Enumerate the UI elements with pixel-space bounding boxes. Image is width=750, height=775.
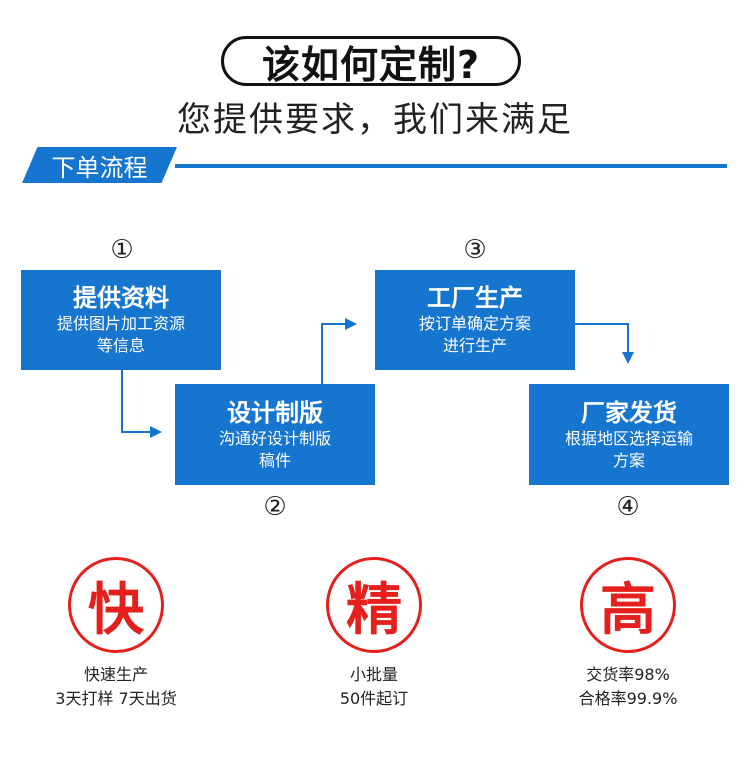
step-number-1: ① (110, 235, 134, 265)
step-number-4: ④ (616, 492, 640, 522)
step-box-4: 厂家发货 根据地区选择运输 方案 (529, 384, 729, 485)
connector-1-2 (121, 370, 150, 433)
connector-3-4 (575, 323, 629, 352)
step-desc: 根据地区选择运输 (564, 428, 693, 448)
step-number-3: ③ (463, 235, 487, 265)
step-desc: 进行生产 (442, 336, 507, 355)
step-box-3: 工厂生产 按订单确定方案 进行生产 (375, 270, 575, 370)
step-desc: 等信息 (96, 336, 145, 355)
step-desc: 方案 (612, 450, 645, 470)
page-subtitle: 您提供要求，我们来满足 (177, 100, 573, 140)
feature-line: 快速生产 (83, 665, 148, 684)
step-title: 工厂生产 (427, 284, 523, 312)
feature-line: 小批量 (349, 665, 398, 684)
page-title: 该如何定制? (221, 36, 521, 87)
section-tag: 下单流程 (22, 147, 177, 183)
feature-text-high: 交货率98% 合格率99.9% (528, 663, 728, 711)
feature-badge-high: 高 (580, 557, 676, 653)
feature-line: 50件起订 (339, 689, 409, 708)
feature-badge-fast: 快 (68, 557, 164, 653)
feature-line: 合格率99.9% (578, 689, 678, 708)
arrowhead-2-3 (345, 318, 357, 330)
section-divider (175, 164, 727, 168)
step-box-1: 提供资料 提供图片加工资源 等信息 (21, 270, 221, 370)
step-number-2: ② (263, 492, 287, 522)
feature-badge-precise: 精 (326, 557, 422, 653)
step-title: 提供资料 (73, 284, 169, 312)
step-desc: 提供图片加工资源 (56, 314, 185, 333)
flow-connectors (121, 318, 634, 438)
step-desc: 稿件 (258, 450, 291, 470)
arrowhead-3-4 (622, 352, 634, 364)
feature-line: 交货率98% (586, 665, 670, 684)
feature-text-fast: 快速生产 3天打样 7天出货 (16, 663, 216, 711)
feature-line: 3天打样 7天出货 (55, 689, 177, 708)
arrowhead-1-2 (150, 426, 162, 438)
step-box-2: 设计制版 沟通好设计制版 稿件 (175, 384, 375, 485)
step-desc: 按订单确定方案 (418, 314, 531, 333)
feature-text-precise: 小批量 50件起订 (274, 663, 474, 711)
step-title: 设计制版 (227, 398, 323, 427)
step-title: 厂家发货 (581, 398, 677, 427)
connector-2-3 (321, 323, 345, 384)
step-desc: 沟通好设计制版 (218, 428, 331, 448)
